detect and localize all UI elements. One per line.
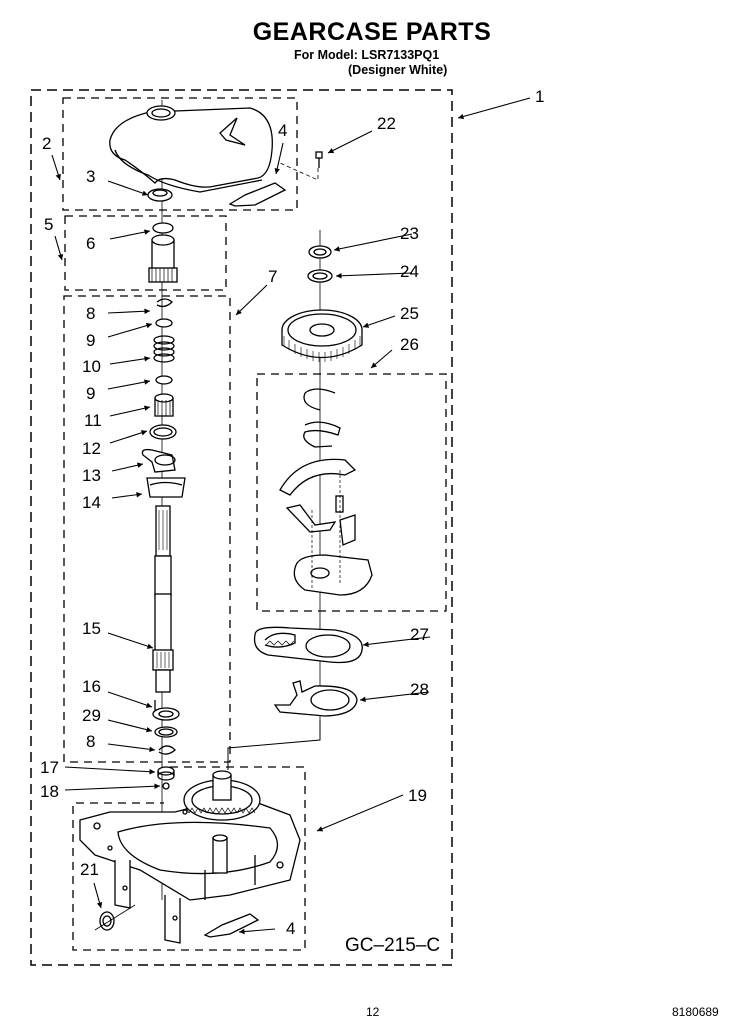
callout-17: 17: [40, 758, 59, 777]
callout-2: 2: [42, 134, 52, 153]
callout-26: 26: [400, 335, 419, 354]
callout-23: 23: [400, 224, 419, 243]
callout-3: 3: [86, 167, 96, 186]
callout-5: 5: [44, 215, 54, 234]
page-title: GEARCASE PARTS: [252, 18, 492, 46]
callout-9-bottom: 9: [86, 384, 96, 403]
callout-16: 16: [82, 677, 101, 696]
callout-28: 28: [410, 680, 429, 699]
callout-18: 18: [40, 782, 59, 801]
callout-27: 27: [410, 625, 429, 644]
assembly-7-boundary: [63, 295, 231, 763]
assembly-5-boundary: [64, 215, 227, 291]
callout-7: 7: [268, 267, 278, 286]
callout-4-bottom: 4: [286, 919, 296, 938]
assembly-1-boundary: [30, 89, 453, 966]
variant-line: (Designer White): [348, 63, 448, 77]
callout-29: 29: [82, 706, 101, 725]
callout-9-top: 9: [86, 331, 96, 350]
assembly-26-boundary: [256, 373, 447, 612]
callout-15: 15: [82, 619, 101, 638]
callout-11: 11: [84, 411, 102, 430]
callout-12: 12: [82, 439, 101, 458]
callout-14: 14: [82, 493, 101, 512]
callout-1: 1: [535, 87, 545, 106]
callout-13: 13: [82, 466, 101, 485]
callout-21: 21: [80, 860, 99, 879]
assembly-2-boundary: [62, 97, 298, 211]
callout-22: 22: [377, 114, 396, 133]
page-number: 12: [366, 1005, 380, 1019]
callout-8-bottom: 8: [86, 732, 96, 751]
document-number: 8180689: [672, 1005, 719, 1019]
model-line: For Model: LSR7133PQ1: [294, 48, 440, 62]
callout-25: 25: [400, 304, 419, 323]
callout-4-top: 4: [278, 121, 288, 140]
callout-6: 6: [86, 234, 96, 253]
assembly-19-boundary: [72, 766, 306, 951]
diagram-code: GC–215–C: [345, 935, 441, 956]
callout-10: 10: [82, 357, 101, 376]
callout-8-top: 8: [86, 304, 96, 323]
callout-19: 19: [408, 786, 427, 805]
callout-24: 24: [400, 262, 419, 281]
